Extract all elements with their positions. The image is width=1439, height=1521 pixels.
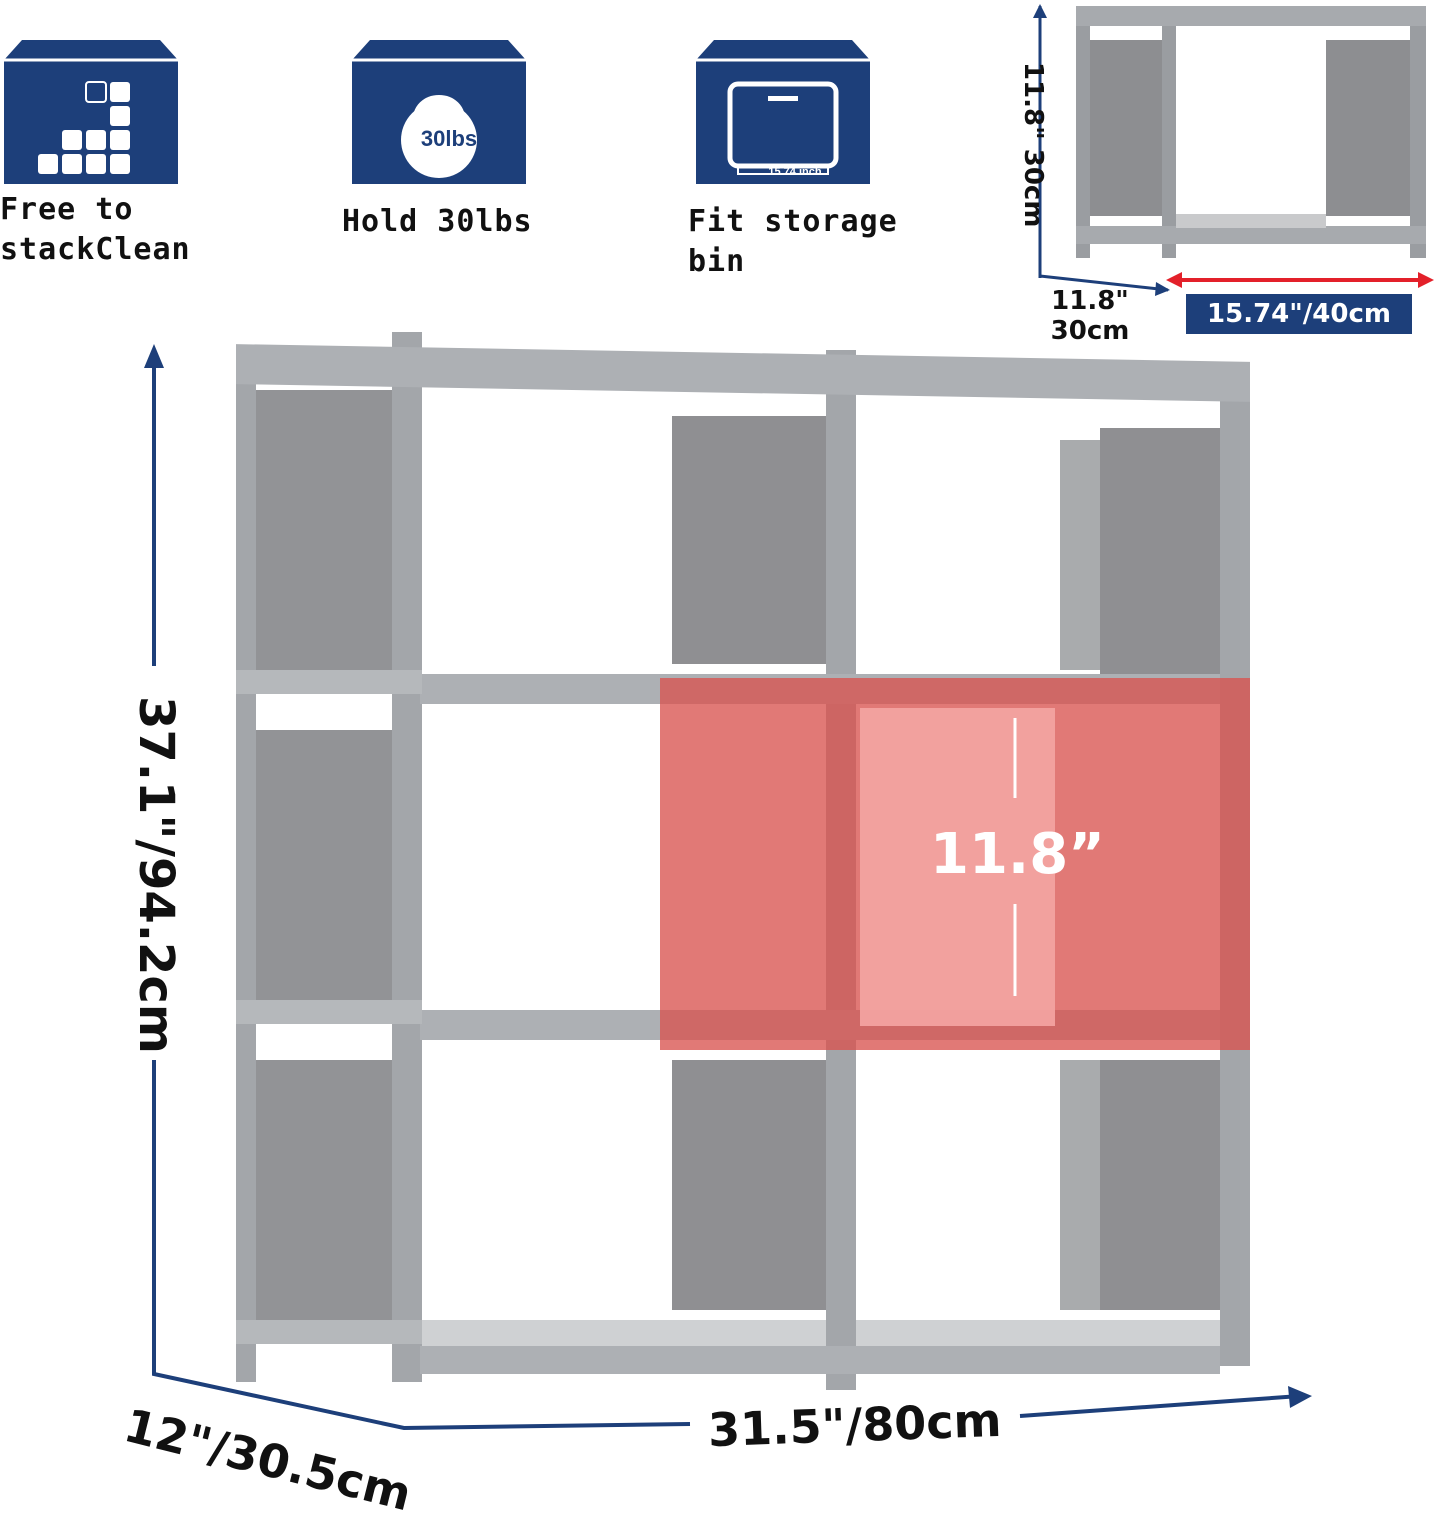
feature-label: Free to <box>0 192 134 227</box>
feature-label: stackClean <box>0 232 191 267</box>
feature-stack: Free to stackClean <box>0 36 200 270</box>
cube-depth-label: 11.8" 30cm <box>1040 286 1140 346</box>
cube-height-label: 11.8" 30cm <box>1018 62 1048 228</box>
feature-label: Fit storage <box>688 204 898 239</box>
stacking-cubes-icon <box>4 40 178 184</box>
inner-height-label: 11.8” <box>930 822 1105 887</box>
shelf-illustration <box>144 332 1312 1431</box>
cube-depth-line: 30cm <box>1050 316 1130 346</box>
cube-depth-line: 11.8" <box>1051 286 1129 316</box>
cube-inset-illustration <box>1033 4 1434 296</box>
kettlebell-weight-label: 30lbs <box>420 126 478 151</box>
feature-label: Hold 30lbs <box>342 204 533 239</box>
cube-width-badge: 15.74"/40cm <box>1186 294 1412 334</box>
total-width-label: 31.5"/80cm <box>707 1392 1003 1458</box>
total-height-label: 37.1"/94.2cm <box>128 696 184 1054</box>
feature-label: bin <box>688 244 746 279</box>
kettlebell-icon <box>352 40 526 184</box>
feature-weight: 30lbs Hold 30lbs <box>342 36 562 242</box>
storage-bin-icon <box>696 40 870 184</box>
feature-bin: 15.74 inch Fit storage bin <box>688 36 908 282</box>
bin-size-label: 15.74 inch <box>768 166 822 178</box>
